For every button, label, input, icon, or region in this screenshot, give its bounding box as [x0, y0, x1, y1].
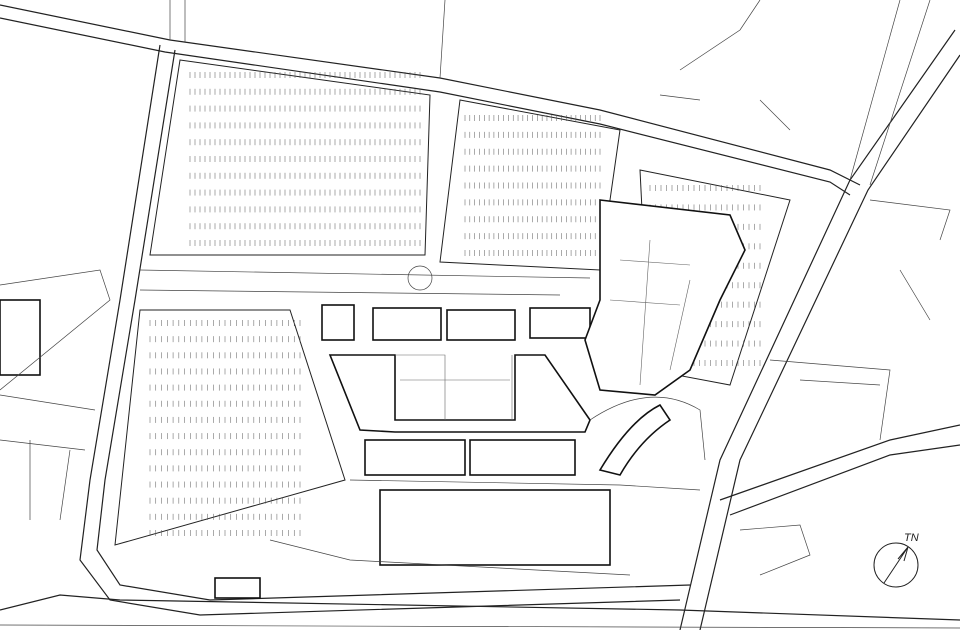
ancillary-structures	[0, 0, 951, 599]
building-pavilion	[321, 304, 355, 341]
north-arrow-label: TN	[904, 532, 919, 544]
structure-southwest-a	[214, 577, 261, 599]
parking-lot-west	[114, 309, 346, 546]
parking-stall-rows	[149, 72, 761, 536]
building-retail-row-south-b	[469, 439, 576, 476]
building-main-mall	[328, 354, 591, 433]
building-retail-north-c	[529, 307, 591, 339]
structure-west-parcel	[0, 299, 41, 376]
building-retail-row-south-a	[364, 439, 466, 476]
buildings	[321, 199, 746, 566]
building-retail-row-north-b	[446, 309, 516, 341]
building-east-cluster	[584, 199, 746, 396]
building-south-lawn-block	[379, 489, 611, 566]
building-southeast-arc	[598, 403, 672, 476]
north-arrow: TN	[873, 532, 919, 588]
internal-roads	[139, 265, 706, 576]
parking-lot-north	[439, 99, 621, 271]
building-retail-row-north-a	[372, 307, 442, 341]
